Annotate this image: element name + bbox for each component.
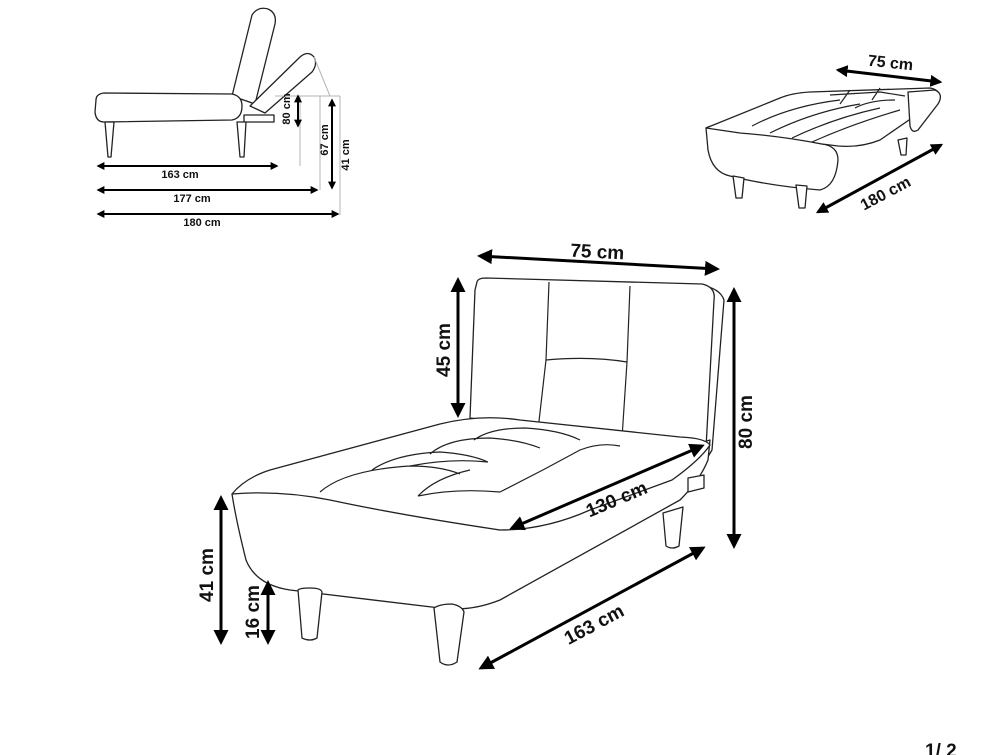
main-backrest	[469, 277, 715, 449]
bed-back-panel	[907, 89, 942, 132]
main-label-80: 80 cm	[736, 395, 757, 449]
side-label-67: 67 cm	[319, 124, 331, 155]
corner-text: 1/ 2	[925, 741, 957, 755]
side-view: 163 cm 177 cm 180 cm 80 cm 67 cm 41 cm	[94, 7, 352, 229]
bed-view: 75 cm 180 cm	[705, 53, 944, 214]
main-label-75: 75 cm	[570, 241, 625, 265]
main-dim-75-arrow	[477, 249, 720, 276]
side-label-80: 80 cm	[281, 93, 293, 124]
main-dim-130-arrow	[509, 443, 705, 531]
main-leg-front-left	[297, 587, 323, 641]
main-label-16: 16 cm	[243, 585, 264, 639]
bed-dim-75-arrow	[835, 65, 943, 87]
side-backrest	[231, 7, 276, 105]
side-leg-back	[236, 121, 247, 158]
main-view: 75 cm 45 cm 80 cm 130 cm 163 cm 41 cm 16…	[197, 241, 757, 670]
main-dim-163-arrow	[478, 546, 706, 670]
main-label-45: 45 cm	[434, 323, 455, 377]
bed-label-75: 75 cm	[867, 53, 914, 75]
bed-leg-right	[795, 184, 808, 209]
side-label-41: 41 cm	[340, 139, 352, 170]
main-frame-bracket	[687, 474, 705, 493]
bed-top	[705, 87, 940, 148]
main-leg-front-right	[433, 603, 465, 666]
side-label-177: 177 cm	[173, 193, 211, 205]
side-leg-front	[104, 121, 115, 158]
bed-dim-180-arrow	[815, 143, 944, 214]
side-label-180: 180 cm	[183, 217, 221, 229]
bed-leg-back	[897, 137, 908, 156]
bed-leg-left	[732, 175, 745, 199]
side-guides	[275, 56, 341, 215]
bed-label-180: 180 cm	[858, 174, 914, 214]
side-frame	[243, 114, 275, 123]
main-backrest-seams	[537, 281, 631, 439]
bed-seams	[751, 87, 906, 143]
main-leg-back	[662, 506, 684, 549]
main-label-41: 41 cm	[197, 548, 218, 602]
side-seat	[94, 92, 243, 123]
side-label-163: 163 cm	[161, 169, 199, 181]
